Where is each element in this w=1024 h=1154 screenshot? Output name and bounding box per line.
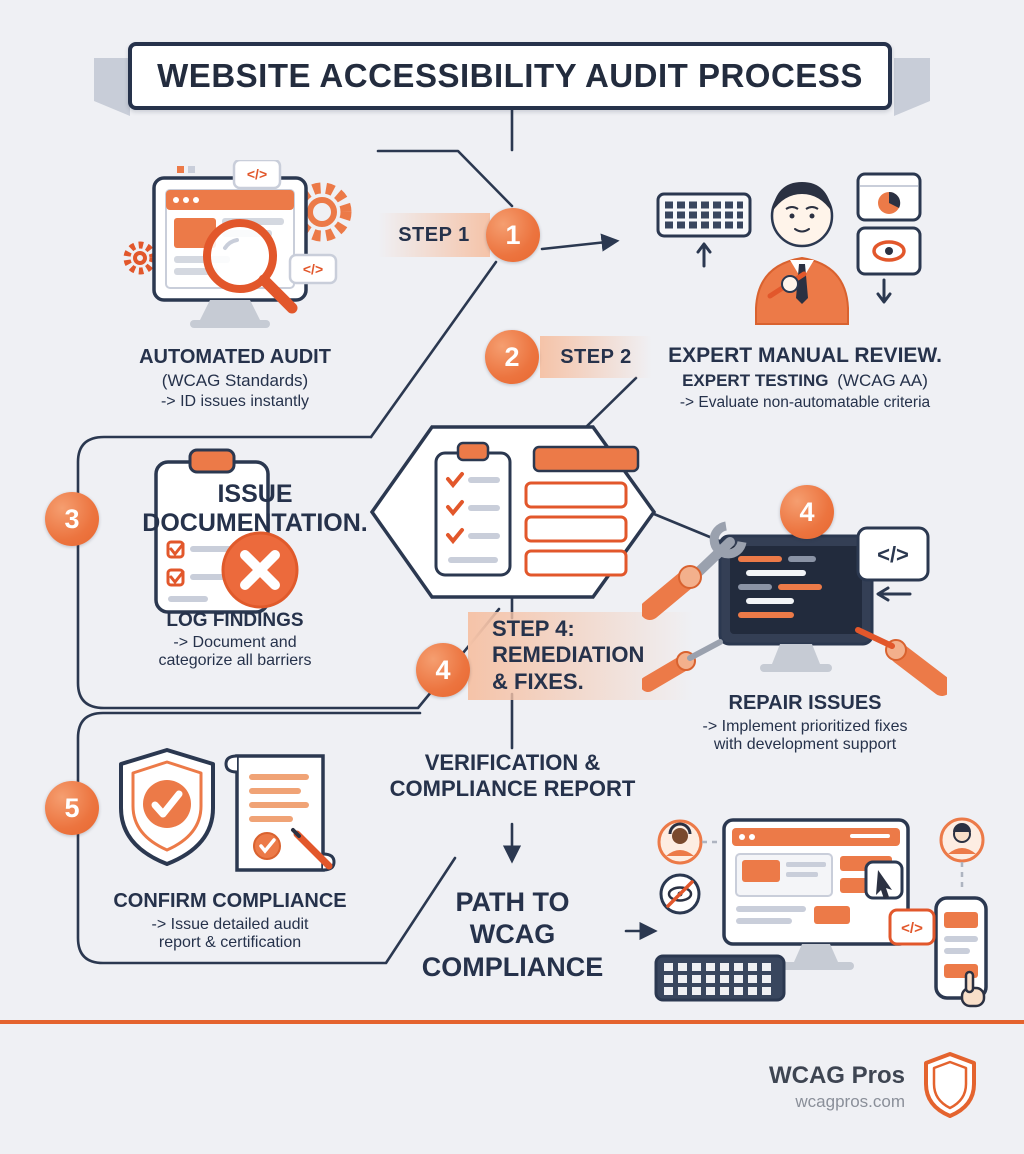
repair-illustration: </> (642, 521, 947, 696)
step2-heading: EXPERT MANUAL REVIEW. (668, 344, 942, 367)
code-monitor-icon (718, 534, 874, 672)
hand-pointer-icon (960, 970, 986, 1008)
step5-text: CONFIRM COMPLIANCE -> Issue detailed aud… (80, 890, 380, 952)
connector-step1 (376, 149, 514, 208)
svg-text:</>: </> (303, 261, 323, 277)
user-avatar-icon (939, 817, 985, 863)
step3-text: LOG FINDINGS -> Document and categorize … (105, 610, 365, 670)
footer-brand: WCAG Pros (768, 1062, 905, 1089)
connector-step5-box (76, 711, 457, 965)
arrow-up-icon (696, 242, 712, 268)
keyboard-icon (656, 192, 752, 238)
step2-label: STEP 2 (560, 345, 632, 368)
cursor-icon (864, 860, 904, 900)
step1-heading: AUTOMATED AUDIT (139, 346, 331, 368)
step2-text: EXPERT MANUAL REVIEW. EXPERT TESTING (WC… (640, 344, 970, 412)
step4-center-badge: 4 (416, 643, 470, 697)
arrow-down-icon (876, 278, 892, 304)
wcag-compliance-illustration: </> (654, 817, 988, 1008)
pie-chart-card-icon (856, 172, 922, 222)
step4-description: -> Implement prioritized fixes with deve… (702, 718, 908, 753)
banner-ribbon-tails (94, 58, 930, 116)
step1-ribbon: STEP 1 (378, 213, 490, 257)
step3-description: -> Document and categorize all barriers (158, 634, 312, 669)
person-icon (755, 182, 849, 325)
arrow-left-icon (876, 586, 912, 602)
eye-off-icon (659, 873, 701, 915)
step5-badge: 5 (45, 781, 99, 835)
step4-badge: 4 (780, 485, 834, 539)
page-title: WEBSITE ACCESSIBILITY AUDIT PROCESS (157, 57, 863, 94)
hand-icon (642, 565, 702, 620)
connector-step2-arrow-icon (540, 233, 620, 252)
connector-step1-to-step3 (369, 260, 498, 439)
step2-subheading-note: (WCAG AA) (837, 371, 928, 390)
code-chip-icon: </> (288, 253, 338, 285)
step2-description: -> Evaluate non-automatable criteria (679, 394, 931, 411)
checklist-clipboard-icon (434, 441, 512, 577)
step1-badge: 1 (486, 208, 540, 262)
compliance-illustration (119, 748, 336, 872)
step1-text: AUTOMATED AUDIT (WCAG Standards) -> ID i… (85, 346, 385, 411)
title-banner: WEBSITE ACCESSIBILITY AUDIT PROCESS (128, 42, 892, 110)
gear-icon (292, 182, 352, 242)
footer-rule (0, 1020, 1024, 1024)
code-chip-icon: </> (232, 160, 282, 190)
step4-text: REPAIR ISSUES -> Implement prioritized f… (650, 692, 960, 754)
user-avatar-icon (657, 819, 703, 865)
shield-check-icon (119, 748, 215, 866)
keyboard-icon (654, 954, 786, 1002)
svg-text:</>: </> (247, 166, 267, 182)
manual-review-illustration (656, 172, 922, 325)
step3-badge: 3 (45, 492, 99, 546)
certificate-icon (224, 754, 336, 872)
connector-step3-box (76, 435, 501, 710)
verification-heading: VERIFICATION & COMPLIANCE REPORT (389, 750, 636, 802)
step1-label: STEP 1 (398, 223, 470, 246)
path-heading: PATH TO WCAG COMPLIANCE (421, 887, 604, 982)
step3-heading: ISSUE DOCUMENTATION. (142, 480, 368, 537)
step2-ribbon: STEP 2 (540, 336, 652, 378)
error-x-icon (221, 531, 299, 609)
step2-subheading: EXPERT TESTING (682, 371, 829, 390)
automated-audit-illustration: </> </> (123, 160, 352, 328)
step5-description: -> Issue detailed audit report & certifi… (151, 916, 309, 951)
code-chip-icon: </> (888, 908, 936, 946)
task-bars-icon (524, 445, 640, 577)
footer-website: wcagpros.com (795, 1092, 905, 1111)
gear-small-icon (123, 241, 157, 275)
checklist-hexagon-illustration (369, 425, 657, 599)
connector-step2-to-hexagon (582, 376, 638, 431)
footer-brand-block: WCAG Pros wcagpros.com (660, 1062, 905, 1112)
step4-heading: REPAIR ISSUES (728, 692, 882, 714)
code-card-icon: </> (856, 526, 930, 582)
svg-text:</>: </> (877, 542, 909, 567)
step1-description: -> ID issues instantly (160, 393, 310, 410)
step1-subheading: (WCAG Standards) (161, 371, 309, 390)
magnifier-icon (203, 219, 298, 314)
step3-subheading: LOG FINDINGS (166, 610, 304, 631)
phone-icon (934, 896, 988, 1000)
issue-documentation-illustration (154, 448, 299, 614)
svg-text:</>: </> (901, 920, 923, 937)
step4-label-text: STEP 4: REMEDIATION & FIXES. (492, 616, 645, 694)
hand-tool-icon (855, 627, 947, 696)
step2-badge: 2 (485, 330, 539, 384)
eye-card-icon (856, 226, 922, 276)
hand-icon (642, 639, 723, 692)
shield-logo-icon (924, 1052, 976, 1118)
step5-heading: CONFIRM COMPLIANCE (113, 890, 347, 912)
